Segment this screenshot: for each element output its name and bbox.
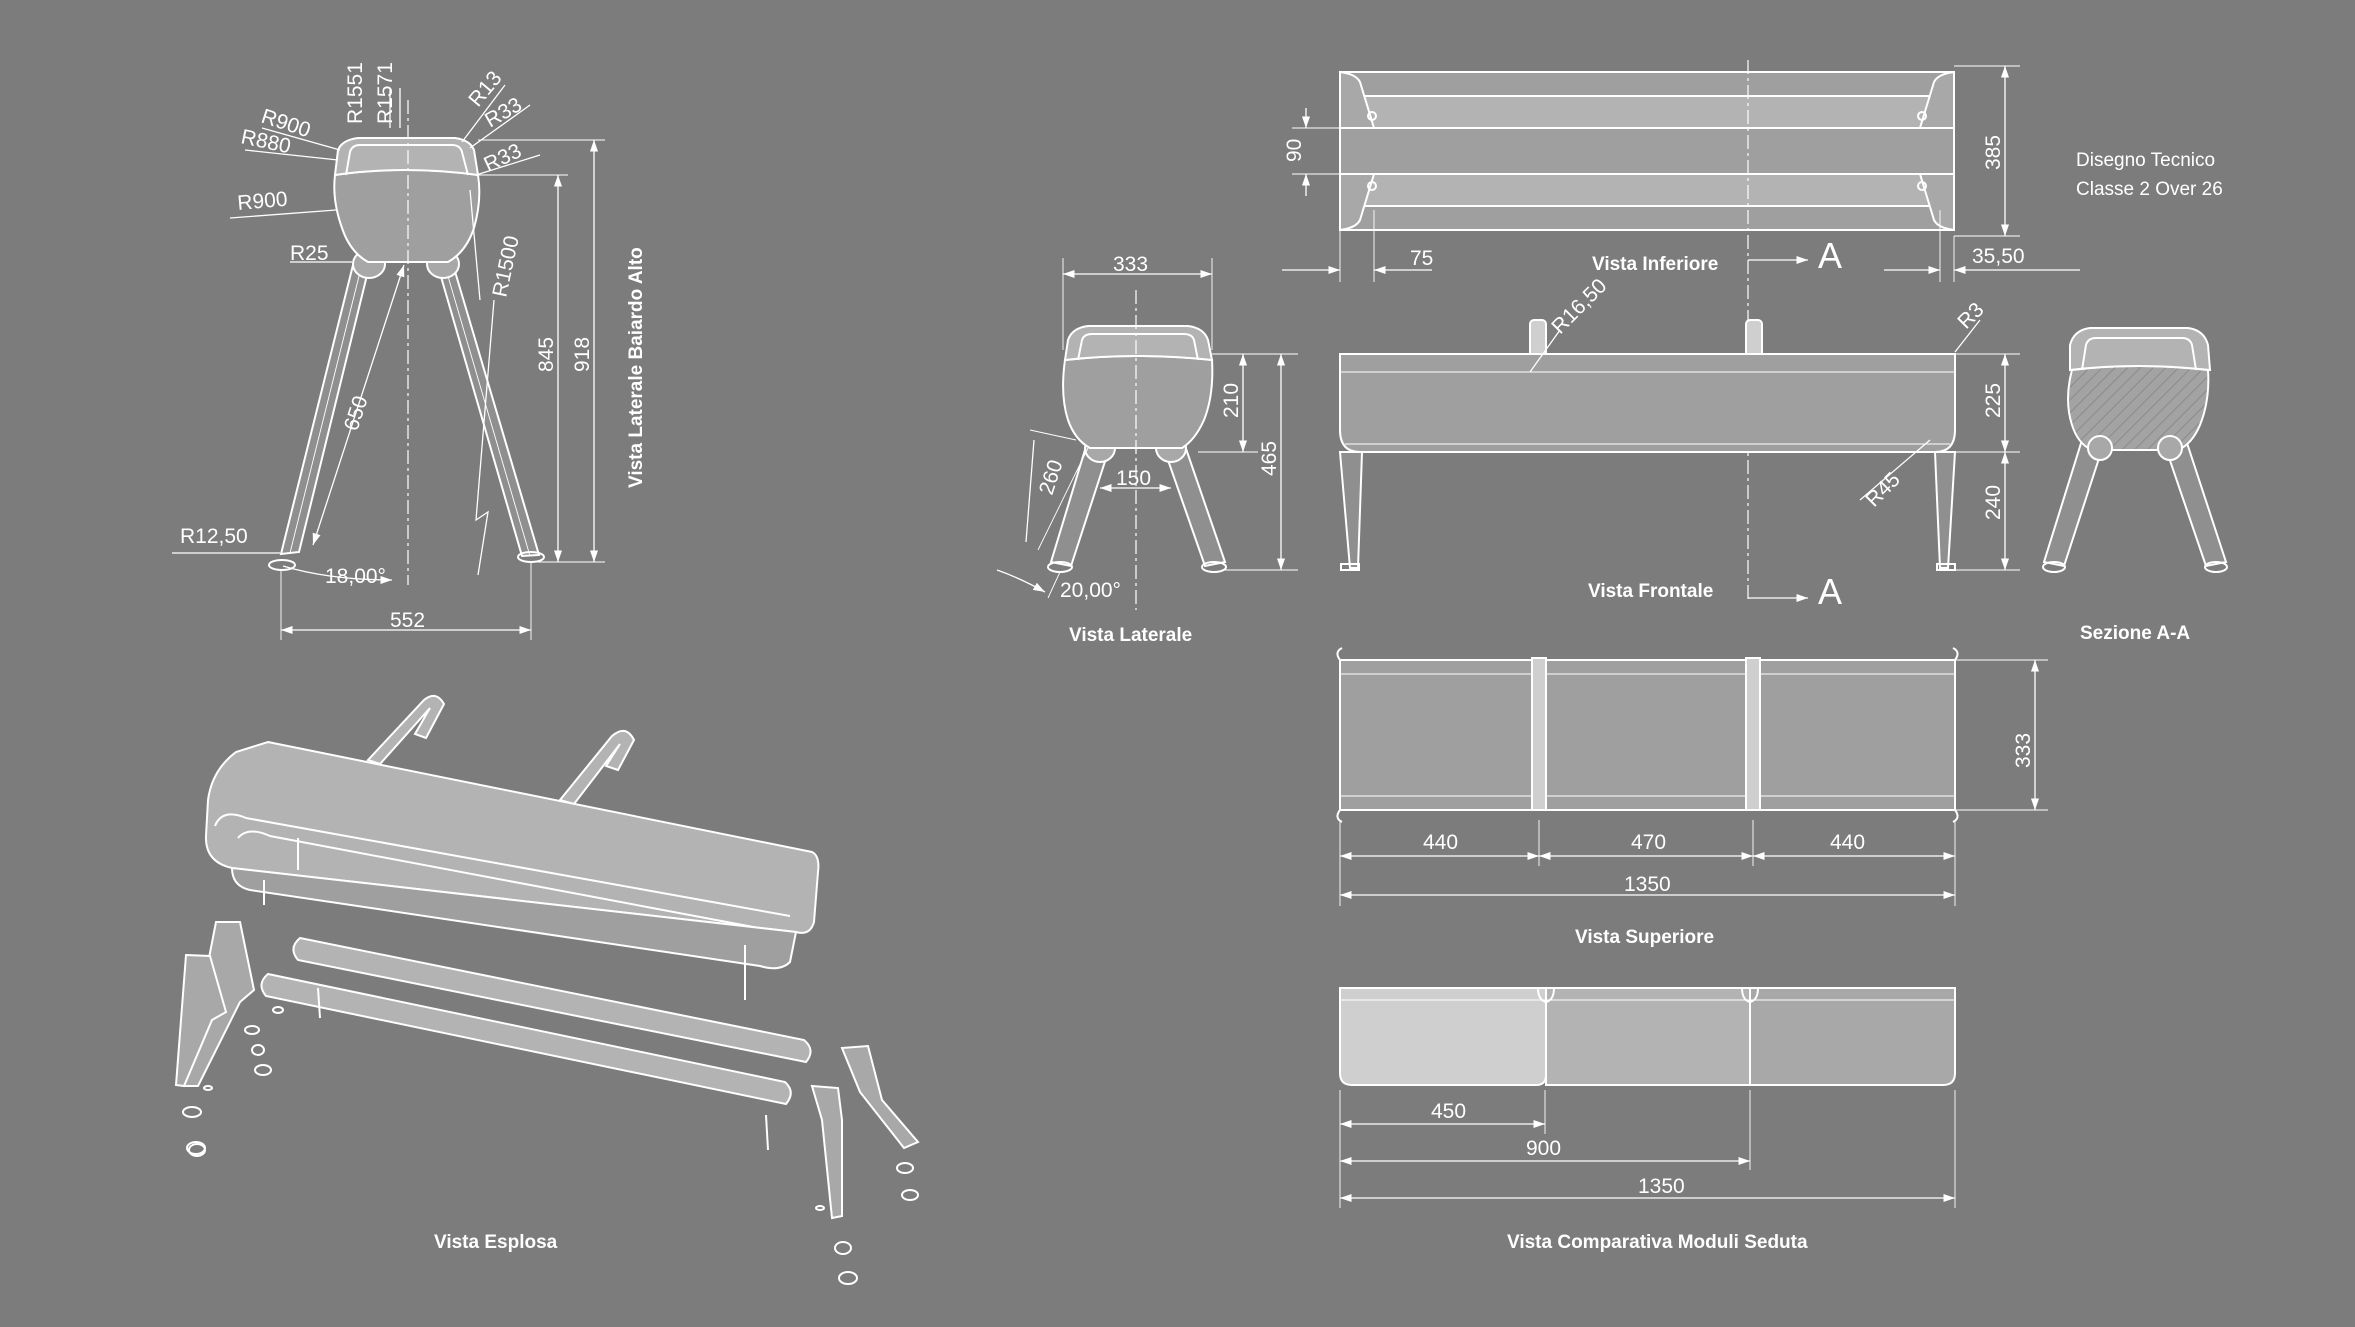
caption-side-high: Vista Laterale Baiardo Alto <box>626 247 647 488</box>
dim-r45: R45 <box>1861 468 1905 512</box>
dim-900: 900 <box>1526 1137 1561 1160</box>
view-bottom: 90 75 385 35,50 Vista Inferiore A <box>1282 60 2080 600</box>
dim-333-side: 333 <box>1113 253 1148 276</box>
exploded-tube-lower <box>260 972 792 1106</box>
body-side <box>1062 325 1214 449</box>
caption-exploded: Vista Esplosa <box>434 1232 558 1253</box>
dim-210: 210 <box>1220 383 1243 418</box>
dim-r900-b: R900 <box>236 188 288 215</box>
legs-side <box>1047 433 1227 573</box>
exploded-handle-left <box>366 694 446 766</box>
module-1350 <box>1749 987 1956 1086</box>
caption-modules: Vista Comparativa Moduli Seduta <box>1507 1232 1808 1253</box>
view-side-high: R1551 R1571 R13 R33 R33 R900 R880 R900 R… <box>172 62 647 640</box>
dim-845: 845 <box>535 337 558 372</box>
title-note: Disegno Tecnico Classe 2 Over 26 <box>2076 150 2223 200</box>
caption-side: Vista Laterale <box>1069 625 1192 646</box>
dim-150: 150 <box>1116 467 1151 490</box>
module-900 <box>1545 987 1751 1086</box>
top-divider-1 <box>1531 657 1547 811</box>
note-line-2: Classe 2 Over 26 <box>2076 179 2223 200</box>
caption-top: Vista Superiore <box>1575 927 1714 948</box>
dim-552: 552 <box>390 609 425 632</box>
exploded-tube-upper <box>292 936 812 1064</box>
exploded-leg-rear-right <box>810 1084 843 1220</box>
dim-260: 260 <box>1035 457 1068 497</box>
caption-bottom: Vista Inferiore <box>1592 254 1718 275</box>
dim-225: 225 <box>1982 383 2005 418</box>
dim-650: 650 <box>340 393 373 433</box>
dim-r12-50: R12,50 <box>180 525 248 548</box>
dim-1350-top: 1350 <box>1624 873 1671 896</box>
exploded-hardware <box>182 838 919 1285</box>
caption-front: Vista Frontale <box>1588 581 1713 602</box>
view-section-aa: Sezione A-A <box>2042 327 2228 644</box>
dim-r16-50: R16,50 <box>1547 274 1611 338</box>
note-line-1: Disegno Tecnico <box>2076 150 2215 171</box>
dim-75: 75 <box>1410 247 1433 270</box>
dim-angle-20: 20,00° <box>1060 579 1121 602</box>
view-top: 440 470 440 1350 333 Vista Superiore <box>1336 647 2048 948</box>
view-modules: 450 900 1350 Vista Comparativa Moduli Se… <box>1339 987 1956 1253</box>
top-divider-2 <box>1745 657 1761 811</box>
dim-450: 450 <box>1431 1100 1466 1123</box>
dim-90: 90 <box>1283 139 1306 162</box>
exploded-handle-right <box>558 729 636 806</box>
section-marker-bottom: A <box>1748 571 1842 612</box>
module-450 <box>1339 987 1547 1086</box>
dimension-lines-bottom <box>1282 65 2080 282</box>
dimension-lines-side-high <box>280 139 605 640</box>
dim-333-top: 333 <box>2012 733 2035 768</box>
dim-1350-modules: 1350 <box>1638 1175 1685 1198</box>
body-side-high <box>333 137 481 263</box>
section-a-label-top: A <box>1818 235 1842 276</box>
dim-r33-b: R33 <box>480 139 525 176</box>
section-a-label-bottom: A <box>1818 571 1842 612</box>
dim-440-a: 440 <box>1423 831 1458 854</box>
view-exploded: Vista Esplosa <box>174 694 920 1285</box>
dim-r3: R3 <box>1953 298 1988 333</box>
dim-918: 918 <box>571 337 594 372</box>
dim-angle-18: 18,00° <box>325 565 386 588</box>
dim-240: 240 <box>1982 485 2005 520</box>
dim-470: 470 <box>1631 831 1666 854</box>
dim-385: 385 <box>1982 135 2005 170</box>
exploded-leg-rear-left <box>174 953 228 1088</box>
dimension-lines-side <box>996 258 1298 599</box>
view-front: R16,50 R3 225 240 R45 Vista Frontale A <box>1338 274 2020 612</box>
dim-465: 465 <box>1258 441 1281 476</box>
section-marker-top: A <box>1748 235 1842 276</box>
dim-r1551: R1551 <box>344 62 367 124</box>
dim-r1500: R1500 <box>488 234 523 299</box>
dimension-lines-top <box>1339 659 2048 906</box>
dim-r25: R25 <box>290 242 329 265</box>
view-side: 333 210 465 260 150 20,00° Vista Lateral… <box>996 253 1298 646</box>
dim-35-50: 35,50 <box>1972 245 2025 268</box>
dim-r1571: R1571 <box>374 62 397 124</box>
caption-section: Sezione A-A <box>2080 623 2190 644</box>
dimension-lines-front <box>1529 319 2020 571</box>
dim-440-b: 440 <box>1830 831 1865 854</box>
exploded-leg-front-right <box>840 1044 920 1150</box>
dimension-lines-modules <box>1339 1090 1956 1208</box>
radius-leaders-side-high <box>172 84 541 554</box>
